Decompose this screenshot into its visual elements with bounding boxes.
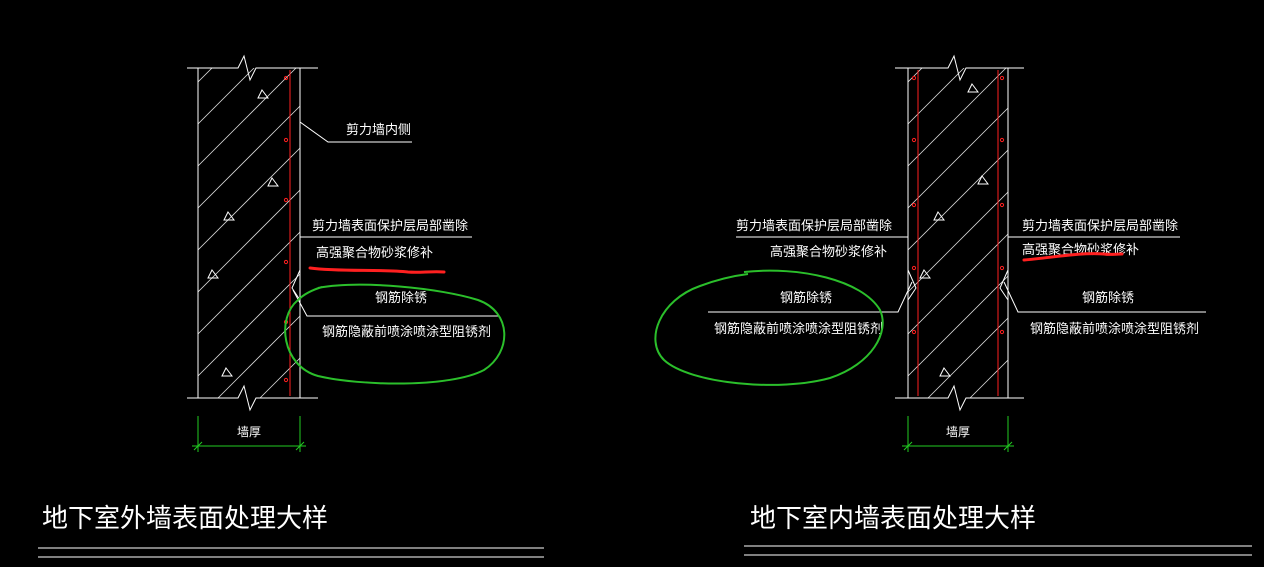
left-label-wall-inner: 剪力墙内侧 [346,122,411,138]
right-rebar-dot [911,137,917,143]
concrete-hatch-line [198,189,300,293]
concrete-hatch-line [198,231,300,335]
right-label-remove-cover-right: 剪力墙表面保护层局部凿除 [1022,218,1178,234]
right-rebar-dot [911,265,917,271]
concrete-hatch-line [198,147,300,251]
left-leader-rust [292,289,498,317]
left-leader-wall-inner [299,121,412,143]
concrete-hatch-line [908,0,1008,40]
concrete-hatch-line [969,359,1008,398]
concrete-hatch-line [908,402,1008,502]
right-rebar-dot [999,329,1005,335]
right-dimension: 墙厚 [902,416,1014,452]
right-label-rust-removal-right: 钢筋除锈 [1082,290,1134,306]
right-title: 地下室内墙表面处理大样 [750,504,1036,534]
aggregate-mark [967,83,979,93]
right-label-remove-cover-left: 剪力墙表面保护层局部凿除 [736,218,892,234]
right-rebar-dot [999,137,1005,143]
left-wall-section [187,0,318,502]
left-red-underline [308,266,446,274]
right-recess-mark-left [907,269,917,301]
right-wall-section [895,0,1024,502]
left-break-line-bottom [187,384,318,412]
aggregate-mark [223,211,235,221]
left-rebar-dot [283,377,289,383]
aggregate-mark [933,211,945,221]
left-rebar-dot [283,137,289,143]
concrete-hatch-line [198,68,255,125]
concrete-hatch-line [198,105,300,209]
right-wall-hatch [908,0,1008,502]
left-green-circle [284,283,506,385]
concrete-hatch-line [908,107,1008,209]
right-leader-rust-left [708,281,913,313]
left-label-remove-cover: 剪力墙表面保护层局部凿除 [312,218,468,234]
right-break-line-top [895,54,1024,82]
left-dimension: 墙厚 [192,416,306,452]
left-label-mortar-repair: 高强聚合物砂浆修补 [316,245,433,261]
concrete-hatch-line [908,275,1008,377]
left-wall-hatch [198,0,300,502]
concrete-hatch-line [217,315,300,398]
right-recess-mark-right [999,269,1009,301]
left-recess-mark [291,269,301,301]
concrete-hatch-line [198,400,300,502]
concrete-hatch-line [908,233,1008,335]
right-red-underline [1022,252,1124,262]
concrete-hatch-line [908,191,1008,293]
aggregate-mark [257,89,269,99]
right-break-line-bottom [895,384,1024,412]
concrete-hatch-line [198,0,300,40]
right-rebar-dot [999,265,1005,271]
concrete-hatch-line [908,68,923,83]
left-label-rust-inhibitor: 钢筋隐蔽前喷涂喷涂型阻锈剂 [322,324,491,340]
right-rebar-dot [911,75,917,81]
left-rebar-dot [283,197,289,203]
left-rebar-dot [283,75,289,81]
concrete-hatch-line [198,273,300,377]
right-label-rust-removal-left: 钢筋除锈 [780,290,832,306]
aggregate-mark [939,367,951,377]
right-rebar-dot [999,202,1005,208]
left-title: 地下室外墙表面处理大样 [42,504,328,534]
concrete-hatch-line [927,317,1008,398]
aggregate-mark [267,177,279,187]
right-rebar-dot [999,75,1005,81]
left-label-rust-removal: 钢筋除锈 [375,290,427,306]
left-rebar-dot [283,259,289,265]
right-leader-rust-right [1003,281,1206,313]
left-dimension-label: 墙厚 [237,425,261,439]
right-rebar-dot [911,202,917,208]
right-label-rust-inhibitor-right: 钢筋隐蔽前喷涂喷涂型阻锈剂 [1030,321,1199,337]
aggregate-mark [221,367,233,377]
aggregate-mark [977,175,989,185]
left-break-line-top [187,54,318,82]
concrete-hatch-line [259,357,300,398]
right-label-rust-inhibitor-left: 钢筋隐蔽前喷涂喷涂型阻锈剂 [714,321,883,337]
right-label-mortar-repair-left: 高强聚合物砂浆修补 [770,244,887,260]
right-green-circle [654,269,884,386]
concrete-hatch-line [908,68,1007,167]
right-rebar-dot [911,329,917,335]
concrete-hatch-line [908,149,1008,251]
aggregate-mark [919,269,931,279]
concrete-hatch-line [198,68,297,167]
right-dimension-label: 墙厚 [946,425,970,439]
aggregate-mark [207,269,219,279]
concrete-hatch-line [198,68,213,83]
